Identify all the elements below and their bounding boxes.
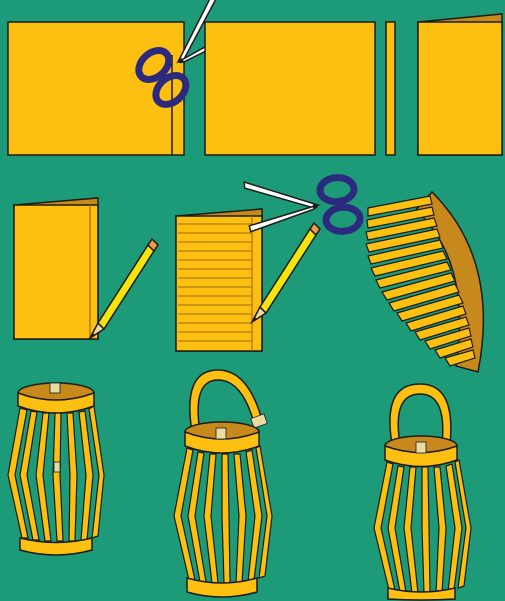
tape-icon — [50, 383, 60, 393]
folded-sheet-icon — [418, 22, 502, 155]
paper-strip-icon — [386, 22, 395, 155]
step-2-separated — [205, 22, 395, 155]
paper-sheet-icon — [205, 22, 375, 155]
lined-sheet-icon — [176, 216, 262, 351]
tape-icon — [216, 428, 226, 439]
tape-icon — [416, 442, 426, 453]
tape-icon — [54, 462, 60, 472]
step-3-fold — [418, 14, 502, 155]
folded-sheet-icon — [14, 205, 98, 339]
